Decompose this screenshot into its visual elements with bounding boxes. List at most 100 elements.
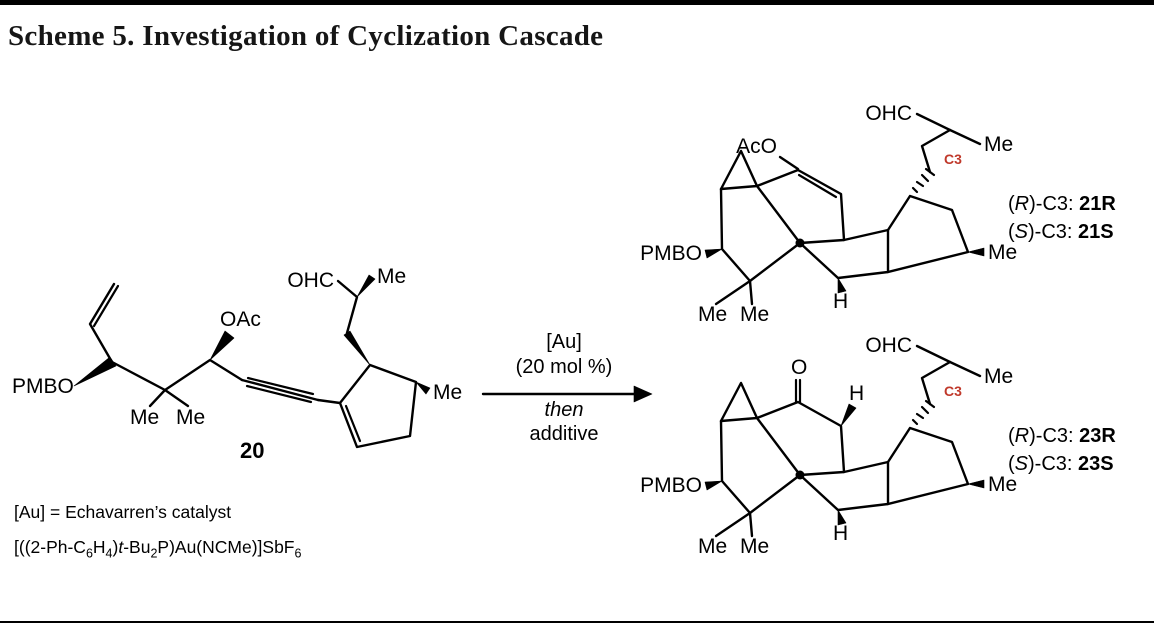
ring-fusion-h-wedge-bond [837, 509, 847, 526]
formula-subscript: 2 [150, 546, 158, 561]
reactant-chain-me-label: Me [377, 265, 406, 288]
alkyne-ring-link-bond [316, 398, 342, 405]
pmbo-ring-bonds [719, 419, 802, 515]
top-rule [0, 0, 1154, 5]
gem-dimethyl-bonds [714, 511, 754, 538]
chain-hash-bond [920, 173, 930, 183]
alkyne-lower-line [245, 384, 313, 404]
side-chain-wedge-bond [343, 330, 371, 366]
reactant-ohc-label: OHC [287, 269, 334, 292]
cyclopentene-double-bond-line [344, 404, 362, 443]
formula-segment: H [92, 537, 106, 557]
product-top-structure: AcO OHC Me C3 PMBO Me Me H Me [640, 102, 1017, 326]
product-top-ring-h-label: H [833, 290, 848, 313]
chain-hash-bond [911, 186, 919, 194]
quaternary-stereocenter-dot [795, 238, 805, 248]
label-stereo-letter: S [1014, 221, 1029, 243]
product-top-pmbo-label: PMBO [640, 242, 702, 265]
product-bottom-pmbo-label: PMBO [640, 474, 702, 497]
pmbo-wedge-bond [704, 480, 723, 491]
oac-wedge-bond [209, 330, 235, 361]
pmbo-wedge-bond [73, 356, 117, 387]
arrow-then-text: then [544, 399, 584, 421]
chain-hash-bond [911, 418, 919, 426]
product-bottom-ring-h-label: H [833, 522, 848, 545]
alkyne-center-line [240, 378, 320, 402]
label-rest: )-C3: [1028, 221, 1079, 243]
product-bottom-gem-me1-label: Me [698, 535, 727, 558]
right-ring-bonds [886, 194, 970, 274]
ring-me-wedge-bond [967, 247, 985, 257]
reactant-oac-label: OAc [220, 308, 261, 331]
product-top-gem-me1-label: Me [698, 303, 727, 326]
main-chain-bonds [88, 282, 244, 392]
product-bottom-ring-me-label: Me [988, 473, 1017, 496]
product-label-23S: (S)-C3: 23S [1008, 453, 1114, 476]
top-h-wedge-bond [840, 403, 857, 427]
arrow-head [633, 385, 653, 403]
label-stereo-letter: R [1014, 193, 1030, 215]
enol-acetate-ring [755, 168, 846, 245]
formula-subscript: 4 [105, 546, 113, 561]
gem-dimethyl-bonds [714, 279, 754, 306]
reactant-gem-me1-label: Me [130, 406, 159, 429]
side-chain-bonds [915, 344, 952, 406]
product-bottom-c3-label: C3 [944, 383, 962, 399]
ketone-ring [755, 400, 846, 477]
catalyst-definition-note: [Au] = Echavarren’s catalyst [14, 502, 232, 522]
reactant-gem-me2-label: Me [176, 406, 205, 429]
label-open: ( [1008, 453, 1015, 475]
reactant-number-label: 20 [240, 438, 264, 463]
formula-tert-italic: t [118, 537, 124, 557]
product-label-23R: (R)-C3: 23R [1008, 425, 1116, 448]
product-bottom-chain-me-label: Me [984, 365, 1013, 388]
pmbo-wedge-bond [704, 248, 723, 259]
product-top-ring-me-label: Me [988, 241, 1017, 264]
aco-bond [778, 155, 800, 171]
formula-segment: P)Au(NCMe)]SbF [157, 537, 295, 557]
product-top-aco-label: AcO [736, 135, 777, 158]
reactant-pmbo-label: PMBO [12, 375, 74, 398]
quaternary-stereocenter-dot [795, 470, 805, 480]
scheme-title: Scheme 5. Investigation of Cyclization C… [8, 20, 604, 52]
label-stereo-letter: S [1014, 453, 1029, 475]
label-open: ( [1008, 425, 1015, 447]
label-rest: )-C3: [1029, 425, 1080, 447]
product-top-gem-me2-label: Me [740, 303, 769, 326]
chain-me-wedge-bond [356, 274, 376, 298]
label-rest: )-C3: [1029, 193, 1080, 215]
label-compound-number: 21R [1079, 193, 1116, 215]
label-open: ( [1008, 193, 1015, 215]
label-compound-number: 21S [1078, 221, 1114, 243]
label-compound-number: 23R [1079, 425, 1116, 447]
chain-me-bond [948, 360, 982, 378]
arrow-loading-text: (20 mol %) [515, 356, 613, 378]
product-top-c3-label: C3 [944, 151, 962, 167]
label-stereo-letter: R [1014, 425, 1030, 447]
formula-subscript: 6 [85, 546, 93, 561]
right-ring-bonds [886, 426, 970, 506]
ring-me-wedge-bond [967, 479, 985, 489]
formula-segment: -Bu [123, 537, 151, 557]
reactant-structure: PMBO OAc Me Me OHC Me Me 20 [12, 265, 462, 463]
product-bottom-top-h-label: H [849, 382, 864, 405]
formula-subscript: 6 [294, 546, 302, 561]
formula-segment: ) [112, 537, 119, 557]
chain-hash-bond [915, 180, 925, 188]
alkyne-upper-line [246, 376, 315, 396]
reaction-arrow [481, 385, 653, 403]
formula-segment: [((2-Ph-C [14, 537, 86, 557]
product-bottom-gem-me2-label: Me [740, 535, 769, 558]
reactant-ring-me-label: Me [433, 381, 462, 404]
bottom-rule [0, 621, 1154, 623]
label-compound-number: 23S [1078, 453, 1114, 475]
chain-hash-bond [915, 412, 925, 420]
cyclopentene-ring [338, 363, 418, 449]
enol-double-bond-line [797, 173, 838, 199]
product-bottom-ohc-label: OHC [865, 334, 912, 357]
chain-me-bond [948, 128, 982, 146]
side-chain-bonds [915, 112, 952, 174]
label-open: ( [1008, 221, 1015, 243]
